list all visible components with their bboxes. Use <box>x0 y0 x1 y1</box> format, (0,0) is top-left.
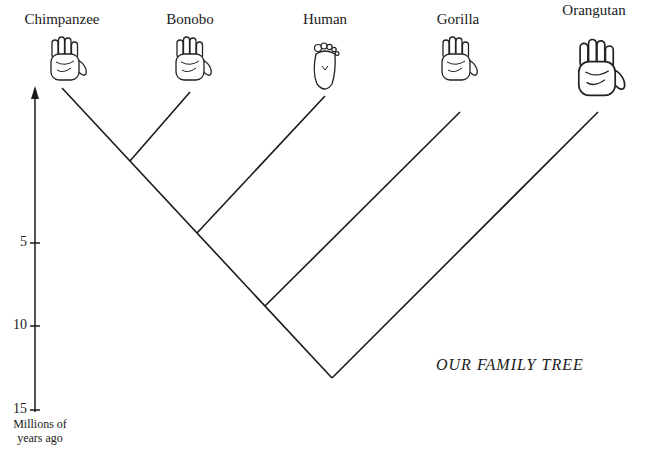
species-label: Human <box>303 11 347 28</box>
axis-tick-label: 15 <box>13 401 27 417</box>
branch-line <box>265 112 460 306</box>
hand-icons <box>51 37 628 95</box>
species-label: Gorilla <box>437 11 480 28</box>
chimpanzee-hand <box>51 37 88 80</box>
diagram-title: OUR FAMILY TREE <box>436 356 584 374</box>
axis-tick <box>30 325 40 327</box>
branch-line <box>130 92 190 161</box>
axis-title: Millions of years ago <box>3 418 77 446</box>
species-label: Chimpanzee <box>25 11 100 28</box>
axis-tick-label: 10 <box>13 317 27 333</box>
orangutan-hand <box>579 40 628 96</box>
bonobo-hand <box>176 37 213 80</box>
branch-line <box>197 96 325 233</box>
axis-tick-label: 5 <box>20 234 27 250</box>
axis-tick <box>30 242 40 244</box>
time-axis <box>30 86 40 412</box>
species-label: Bonobo <box>166 11 214 28</box>
human-foot <box>314 43 339 89</box>
gorilla-hand <box>442 37 479 80</box>
branch-line <box>332 112 598 378</box>
branch-line <box>62 88 332 378</box>
axis-line <box>34 96 36 412</box>
axis-arrowhead <box>31 86 39 99</box>
axis-tick <box>30 409 40 411</box>
species-label: Orangutan <box>562 2 625 19</box>
tree-branches <box>62 88 598 378</box>
